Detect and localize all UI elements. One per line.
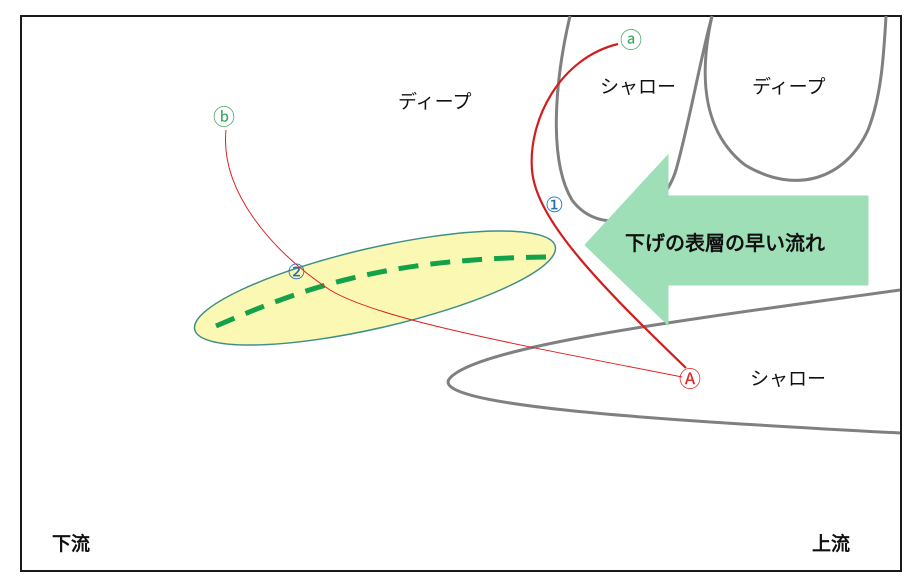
marker-1: ① [545, 193, 564, 217]
current-arrow [584, 153, 869, 327]
marker-big-A: Ⓐ [679, 368, 701, 393]
area-label-deep-right: ディープ [752, 76, 826, 98]
deep-right-outline [703, 15, 888, 182]
marker-a: ⓐ [620, 29, 642, 54]
current-arrow-label: 下げの表層の早い流れ [625, 231, 825, 255]
marker-b: ⓑ [213, 106, 235, 131]
edge-label-downstream: 下流 [52, 532, 90, 555]
line-b-to-A [225, 129, 683, 378]
line-a-to-A [530, 42, 687, 369]
marker-2: ② [287, 260, 306, 284]
edge-label-upstream: 上流 [812, 532, 850, 555]
area-label-shallow-bottom: シャロー [750, 368, 826, 390]
drift-line-green-dashed [215, 254, 553, 329]
shallow-bottom-outline [446, 288, 901, 435]
area-label-deep-left: ディープ [398, 91, 472, 113]
area-label-shallow-top: シャロー [600, 76, 676, 98]
